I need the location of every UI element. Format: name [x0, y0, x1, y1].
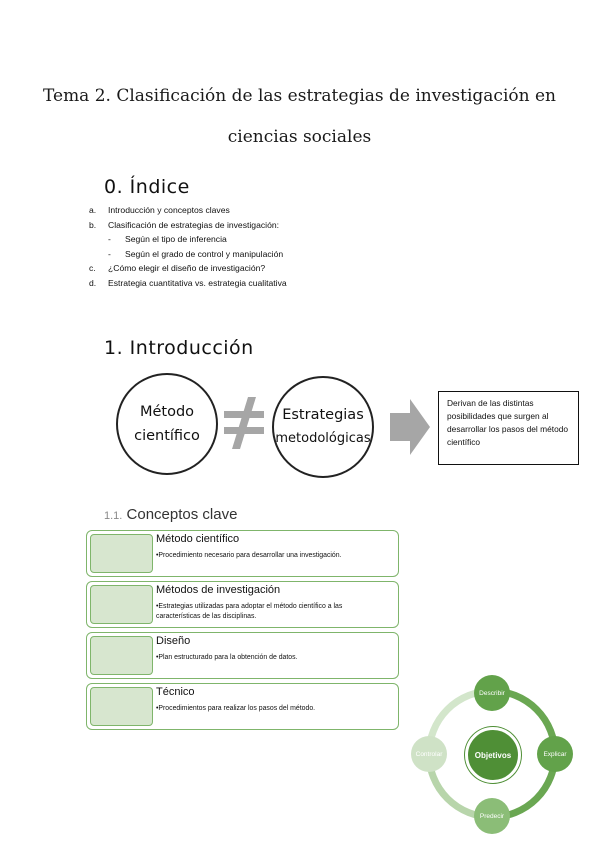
index-marker-d: d. — [89, 278, 97, 288]
cycle-node-describir: Describir — [474, 675, 510, 711]
circle1-line1: Método — [139, 404, 195, 420]
objectives-cycle-diagram: Objetivos Describir Explicar Predecir Co… — [408, 672, 576, 836]
estrategias-metodologicas-circle: Estrategias metodológicas — [272, 376, 374, 478]
intro-note-box: Derivan de las distintas posibilidades q… — [438, 391, 579, 465]
index-sub-marker-1: - — [108, 234, 111, 244]
circle1-line2: científico — [134, 428, 200, 444]
concept-swatch — [90, 585, 153, 624]
not-equal-sign — [222, 395, 266, 451]
concept-card: Técnico •Procedimientos para realizar lo… — [86, 683, 399, 730]
index-item-c: ¿Cómo elegir el diseño de investigación? — [108, 263, 266, 273]
metodo-cientifico-circle: Método científico — [116, 373, 218, 475]
concept-swatch — [90, 534, 153, 573]
concepts-heading-text: Conceptos clave — [126, 506, 238, 523]
cycle-center-objetivos: Objetivos — [465, 727, 521, 783]
index-item-b: Clasificación de estrategias de investig… — [108, 220, 280, 230]
concept-title: Técnico — [156, 686, 195, 698]
index-marker-a: a. — [89, 205, 97, 215]
index-marker-b: b. — [89, 220, 97, 230]
concept-card: Diseño •Plan estructurado para la obtenc… — [86, 632, 399, 679]
concept-title: Métodos de investigación — [156, 584, 281, 596]
concept-title: Diseño — [156, 635, 191, 647]
circle2-line2: metodológicas — [275, 431, 371, 446]
concepts-heading-number: 1.1. — [104, 510, 123, 522]
index-sub-item-1: Según el tipo de inferencia — [125, 234, 227, 244]
cycle-node-controlar: Controlar — [411, 736, 447, 772]
page-title-line-2: ciencias sociales — [227, 127, 372, 147]
cycle-node-predecir: Predecir — [474, 798, 510, 834]
page-title-line-1: Tema 2. Clasificación de las estrategias… — [42, 86, 556, 106]
concept-desc: •Procedimiento necesario para desarrolla… — [156, 552, 342, 559]
index-list: a. Introducción y conceptos claves b. Cl… — [0, 0, 599, 300]
circle2-line1: Estrategias — [282, 407, 364, 423]
concept-card: Método científico •Procedimiento necesar… — [86, 530, 399, 577]
index-marker-c: c. — [89, 263, 96, 273]
concept-desc: •Estrategias utilizadas para adoptar el … — [156, 603, 343, 620]
index-sub-item-2: Según el grado de control y manipulación — [125, 249, 284, 259]
concept-swatch — [90, 636, 153, 675]
concept-swatch — [90, 687, 153, 726]
index-heading: 0. Índice — [104, 176, 190, 198]
index-item-a: Introducción y conceptos claves — [108, 205, 230, 215]
concept-title: Método científico — [156, 533, 240, 545]
index-sub-marker-2: - — [108, 249, 111, 259]
intro-heading: 1. Introducción — [104, 337, 254, 359]
concepts-heading: 1.1. Conceptos clave — [104, 506, 237, 523]
right-arrow-icon — [390, 399, 430, 455]
index-item-d: Estrategia cuantitativa vs. estrategia c… — [108, 278, 287, 288]
concept-card: Métodos de investigación •Estrategias ut… — [86, 581, 399, 628]
concept-desc: •Plan estructurado para la obtención de … — [156, 654, 298, 661]
concept-desc: •Procedimientos para realizar los pasos … — [156, 705, 316, 712]
cycle-node-explicar: Explicar — [537, 736, 573, 772]
